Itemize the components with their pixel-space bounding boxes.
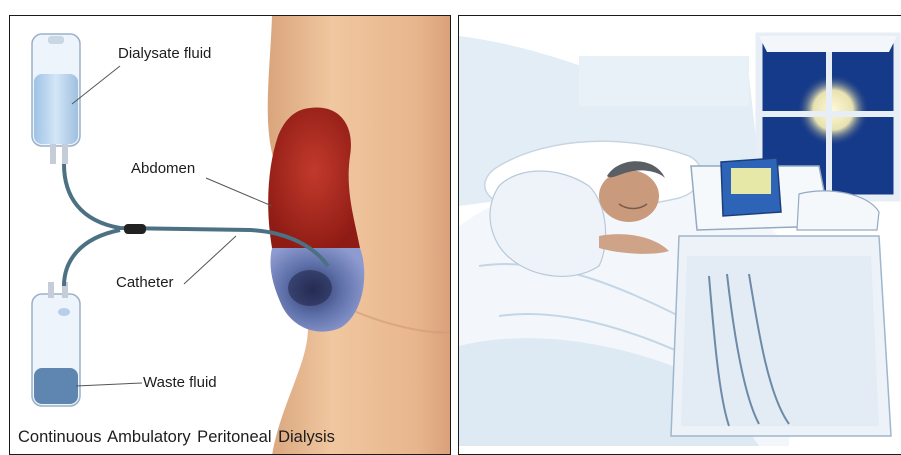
abdomen-cavity	[268, 108, 360, 248]
capd-diagram-panel: Dialysate fluid Abdomen Catheter Waste f…	[9, 15, 451, 455]
label-catheter: Catheter	[116, 274, 174, 291]
caption: Continuous Ambulatory Peritoneal Dialysi…	[18, 428, 335, 447]
waste-bag	[32, 282, 80, 406]
label-waste-fluid: Waste fluid	[143, 374, 217, 391]
night-dialysis-illustration	[459, 16, 901, 455]
capd-illustration	[10, 16, 451, 455]
label-abdomen: Abdomen	[131, 160, 195, 177]
night-dialysis-illustration-panel	[458, 15, 901, 455]
dialysis-cycler	[671, 158, 891, 436]
label-dialysate-fluid: Dialysate fluid	[118, 45, 211, 62]
dialysate-bag	[32, 34, 80, 164]
